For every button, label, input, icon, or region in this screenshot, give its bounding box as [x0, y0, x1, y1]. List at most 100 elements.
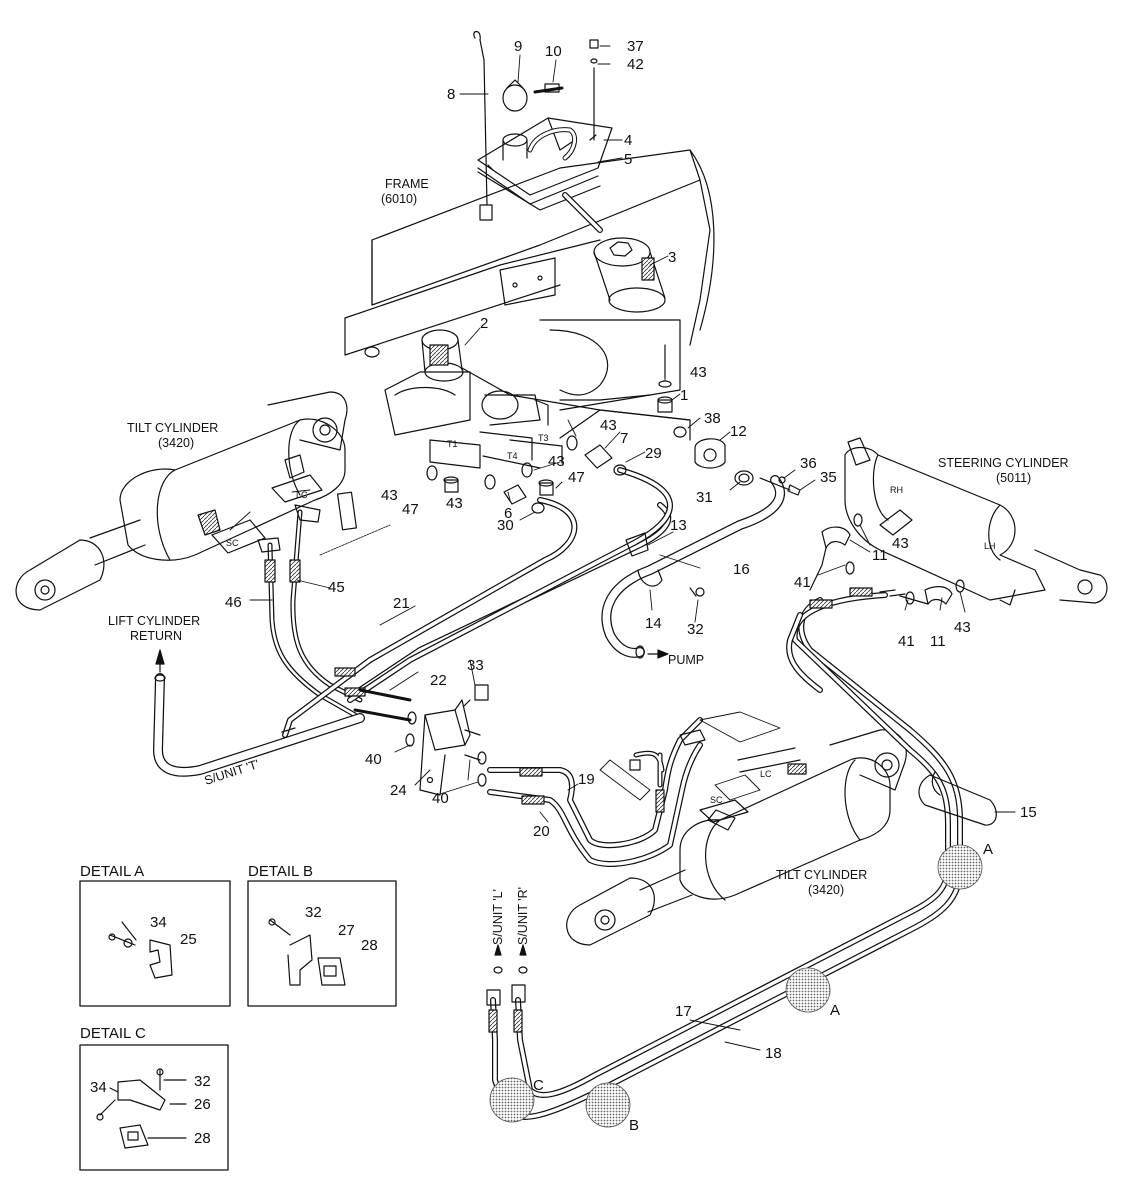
callout-21: 21: [393, 595, 410, 612]
callout-7: 7: [620, 430, 628, 447]
callout-9: 9: [514, 38, 522, 55]
port-leaders: [319, 524, 781, 801]
callout-11b: 11: [930, 633, 946, 650]
section-circle-a-lower: [785, 967, 831, 1013]
section-circle-b: [585, 1082, 631, 1128]
callout-40a: 40: [365, 751, 382, 768]
callout-43f: 43: [892, 535, 909, 552]
callout-37: 37: [627, 38, 644, 55]
callout-43g: 43: [954, 619, 971, 636]
pipes-19-20: [487, 717, 706, 868]
callout-46: 46: [225, 594, 242, 611]
callout-20: 20: [533, 823, 550, 840]
section-a-lower-label: A: [830, 1002, 840, 1019]
callout-41b: 41: [898, 633, 915, 650]
callout-3: 3: [668, 249, 676, 266]
detail-c-title: DETAIL C: [80, 1025, 146, 1042]
callout-43e: 43: [446, 495, 463, 512]
callout-10: 10: [545, 43, 562, 60]
tilt-cylinder-bottom-number: (3420): [808, 883, 844, 897]
callout-43b: 43: [600, 417, 617, 434]
callout-35: 35: [820, 469, 837, 486]
port-rh: RH: [890, 485, 903, 495]
detail-b-title: DETAIL B: [248, 863, 313, 880]
pump-label: PUMP: [668, 653, 704, 667]
port-lc-bottom: LC: [760, 769, 772, 779]
callout-47b: 47: [568, 469, 585, 486]
detail-a-callout-34: 34: [150, 914, 167, 931]
callout-15: 15: [1020, 804, 1037, 821]
callout-numbers: 1 2 3 4 5 6 7 8 9 10 11 11 12 13 14 15 1…: [225, 38, 1037, 1062]
frame-mount-plate: [499, 257, 556, 306]
pipes-21-22: [282, 467, 673, 738]
port-lh: LH: [984, 541, 996, 551]
detail-a-title: DETAIL A: [80, 863, 144, 880]
callout-36: 36: [800, 455, 817, 472]
port-t3: T3: [538, 433, 549, 443]
detail-c-callout-28: 28: [194, 1130, 211, 1147]
return-filter-2: [421, 329, 691, 421]
sunit-l-label: S/UNIT 'L': [491, 889, 505, 945]
section-b-label: B: [629, 1117, 639, 1134]
tank-cover-assembly: [473, 30, 613, 233]
steering-cylinder: [844, 437, 1108, 606]
detail-a-art: [79, 880, 231, 1007]
callout-2: 2: [480, 315, 488, 332]
detail-titles: DETAIL A DETAIL B DETAIL C: [80, 863, 313, 1042]
callout-40b: 40: [432, 790, 449, 807]
detail-b-callout-32: 32: [305, 904, 322, 921]
port-sc-top: SC: [226, 538, 239, 548]
callout-11a: 11: [872, 547, 888, 564]
callout-47a: 47: [402, 501, 419, 518]
tilt-cylinder-top-label: TILT CYLINDER: [127, 421, 218, 435]
port-t1: T1: [447, 439, 458, 449]
callout-43a: 43: [690, 364, 707, 381]
leader-lines: [229, 45, 1016, 1051]
clamp-15: [918, 771, 997, 826]
callout-12: 12: [730, 423, 747, 440]
port-sc-bottom: SC: [710, 795, 723, 805]
callout-41a: 41: [794, 574, 811, 591]
callout-4: 4: [624, 132, 632, 149]
callout-6: 6: [504, 505, 512, 522]
callout-43d: 43: [381, 487, 398, 504]
callout-43c: 43: [548, 453, 565, 470]
lift-return-label: LIFT CYLINDER: [108, 614, 200, 628]
lift-return-label-2: RETURN: [130, 629, 182, 643]
section-markers: [489, 844, 983, 1128]
suction-filter-3: [593, 237, 666, 313]
tilt-cylinder-bottom: [566, 729, 907, 946]
lift-return-hose: [153, 649, 365, 777]
tilt-cylinder-top-number: (3420): [158, 436, 194, 450]
hoses-45-46: [257, 491, 363, 718]
detail-b-callout-28: 28: [361, 937, 378, 954]
frame-structure: [344, 149, 715, 436]
steering-cylinder-number: (5011): [996, 471, 1031, 485]
callout-1: 1: [680, 387, 688, 404]
sunit-r-label: S/UNIT 'R': [516, 887, 530, 945]
callout-24: 24: [390, 782, 407, 799]
frame-number: (6010): [381, 192, 417, 206]
detail-b-art: [247, 880, 397, 1007]
callout-14: 14: [645, 615, 662, 632]
section-circle-a-upper: [937, 844, 983, 890]
detail-c-callout-32: 32: [194, 1073, 211, 1090]
callout-17: 17: [675, 1003, 692, 1020]
detail-c-art: [79, 921, 229, 1171]
steering-cylinder-label: STEERING CYLINDER: [938, 456, 1069, 470]
callout-33: 33: [467, 657, 484, 674]
callout-31: 31: [696, 489, 713, 506]
detail-c-callout-26: 26: [194, 1096, 211, 1113]
section-circle-c: [489, 1077, 535, 1123]
callout-30: 30: [497, 517, 514, 534]
callout-8: 8: [447, 86, 455, 103]
callout-5: 5: [624, 151, 632, 168]
callout-32: 32: [687, 621, 704, 638]
callout-13: 13: [670, 517, 687, 534]
port-t4: T4: [507, 451, 518, 461]
tilt-cylinder-bottom-label: TILT CYLINDER: [776, 868, 867, 882]
tilt-cylinder-top: [15, 391, 348, 611]
frame-label: FRAME: [385, 177, 429, 191]
detail-callouts: 34 25 32 27 28 32 34 26 28: [90, 904, 378, 1147]
fittings-center: [426, 344, 673, 514]
